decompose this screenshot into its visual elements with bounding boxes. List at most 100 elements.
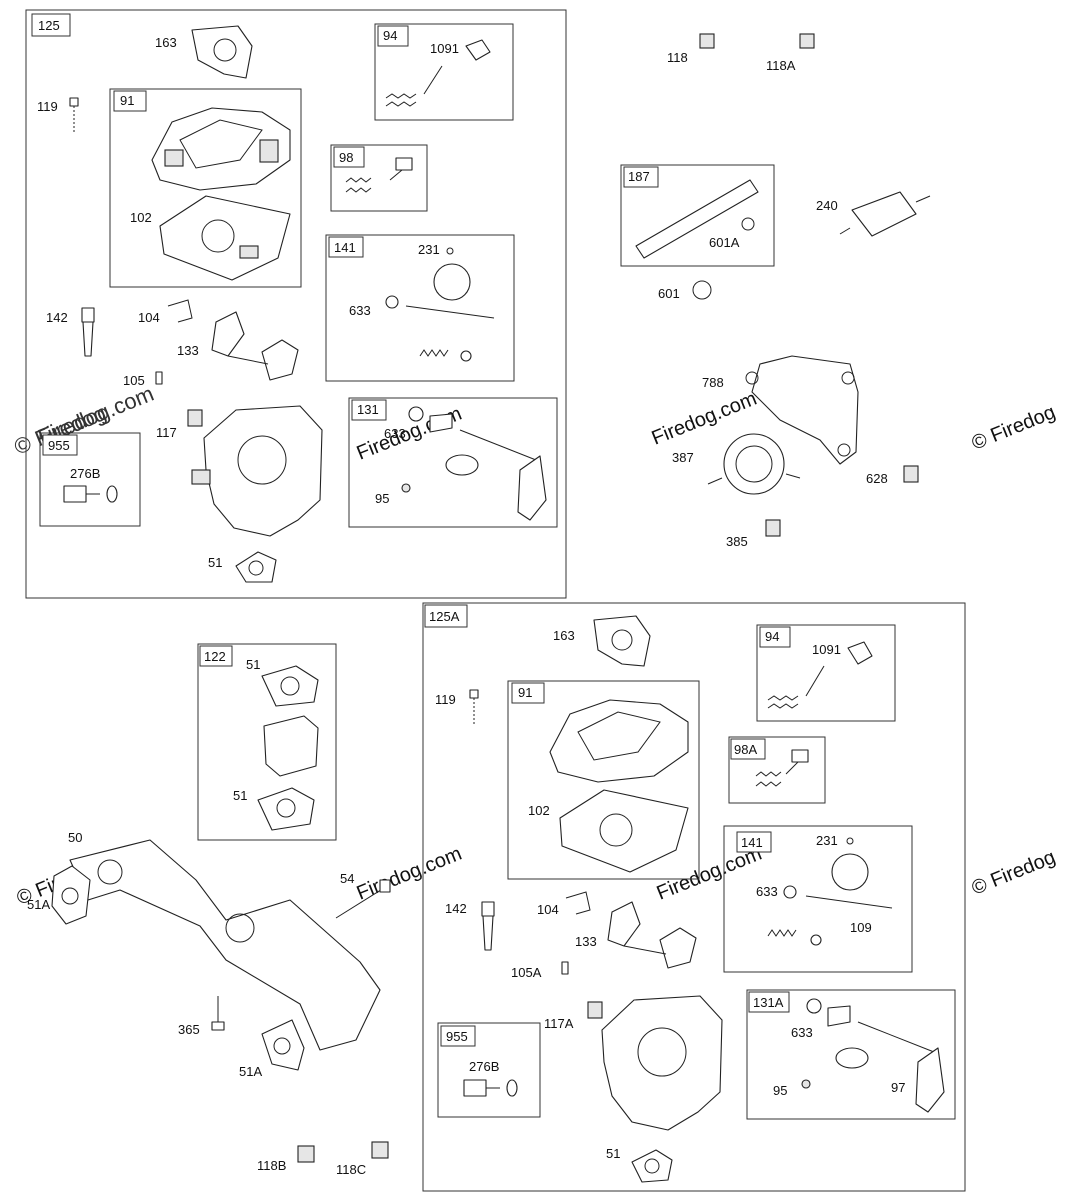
spring-98-drawing [345, 177, 372, 183]
callout-51-122-bottom: 51 [233, 788, 247, 803]
group-label-94: 94 [383, 28, 397, 43]
pin-104-drawing [167, 299, 193, 323]
group-box-98A [728, 736, 826, 804]
callout-133: 133 [177, 343, 199, 358]
gasket-hole [273, 1037, 291, 1055]
pump-nipple [785, 473, 801, 479]
bracket-hole [837, 443, 851, 457]
group-box-141-lower [723, 825, 913, 973]
screw-117A-drawing [587, 1001, 603, 1019]
callout-51-lower: 51 [606, 1146, 620, 1161]
fitting-118-drawing [699, 33, 715, 49]
callout-95-lower: 95 [773, 1083, 787, 1098]
screw-119b-head [469, 689, 479, 699]
gasket-102-slot [239, 245, 259, 259]
screw-98-shank [389, 169, 403, 181]
gasket-hole [276, 798, 296, 818]
callout-104: 104 [138, 310, 160, 325]
choke-lever-drawing [517, 455, 547, 521]
group-tag-187 [623, 166, 659, 188]
watermark-copyright: © Firedog [969, 401, 1059, 454]
callout-231: 231 [418, 242, 440, 257]
choke-plate-b-drawing [835, 1047, 869, 1069]
group-label-955-lower: 955 [446, 1029, 468, 1044]
callout-118A: 118A [766, 58, 796, 73]
seal-633-131-drawing [408, 406, 424, 422]
group-box-141 [325, 234, 515, 382]
group-label-91: 91 [120, 93, 134, 108]
filter-nipple [915, 195, 931, 203]
throttle-shaft-drawing [805, 895, 893, 909]
callout-276B: 276B [70, 466, 100, 481]
seal-633-drawing [385, 295, 399, 309]
parts-upper-kit [63, 25, 547, 583]
gasket-102b-drawing [559, 789, 689, 873]
spring-drawing [385, 101, 417, 107]
carb-body-drawing [203, 405, 323, 537]
throttle-plate-231-drawing [433, 263, 471, 301]
callout-117A: 117A [544, 1016, 574, 1031]
spring-drawing [385, 93, 417, 99]
group-label-91-lower: 91 [518, 685, 532, 700]
group-tag-91-lower [511, 682, 545, 704]
callout-365: 365 [178, 1022, 200, 1037]
needle-drawing [805, 665, 825, 697]
choke-shaft-drawing [459, 429, 537, 461]
group-tag-94-lower [759, 626, 791, 648]
fuel-pump-ring [735, 445, 773, 483]
group-label-141-lower: 141 [741, 835, 763, 850]
gasket-163-drawing [191, 25, 253, 79]
callout-118C: 118C [336, 1162, 366, 1177]
group-box-187 [620, 164, 775, 267]
fitting-118C-drawing [371, 1141, 389, 1159]
callout-633-131: 633 [384, 426, 406, 441]
carb-top-cavity [164, 149, 184, 167]
clamp-601-drawing [692, 280, 712, 300]
group-boxes: 125 91 94 98 141 131 955 187 122 [25, 9, 966, 1192]
group-box-125A [422, 602, 966, 1192]
float-133b-drawing [607, 901, 641, 947]
group-box-955-lower [437, 1022, 541, 1118]
group-label-98: 98 [339, 150, 353, 165]
group-tag-131A [748, 991, 790, 1013]
callout-labels: 163 1091 119 102 231 633 142 104 133 105… [27, 35, 905, 1177]
callout-1091-lower: 1091 [812, 642, 841, 657]
fitting-118A-drawing [799, 33, 815, 49]
callout-163-lower: 163 [553, 628, 575, 643]
fuel-filter-240-drawing [851, 191, 917, 237]
cap-1091-drawing [465, 39, 491, 61]
screw-98A-head [791, 749, 809, 763]
group-label-141: 141 [334, 240, 356, 255]
screw-98A-shank [785, 761, 799, 775]
bushing-b-drawing [827, 1005, 851, 1027]
group-box-122 [197, 643, 337, 841]
callout-601: 601 [658, 286, 680, 301]
gasket-51-122b-drawing [257, 787, 315, 831]
callout-133-lower: 133 [575, 934, 597, 949]
seal-633c-drawing [783, 885, 797, 899]
callout-51A: 51A [27, 897, 50, 912]
choke-shaft-b-drawing [857, 1021, 935, 1053]
group-box-955 [39, 432, 141, 527]
callout-633-131A: 633 [791, 1025, 813, 1040]
choke-plate-drawing [445, 454, 479, 476]
group-box-94-lower [756, 624, 896, 722]
bolt-54-drawing [335, 887, 385, 919]
callout-109: 109 [850, 920, 872, 935]
gasket-102-drawing [159, 195, 291, 281]
bushing-drawing [429, 413, 453, 433]
group-tag-141-lower [736, 831, 772, 853]
gasket-hole [61, 887, 79, 905]
callout-104-lower: 104 [537, 902, 559, 917]
screw-231b-drawing [846, 837, 854, 845]
needle-105-drawing [155, 371, 163, 385]
gasket-51-drawing [235, 551, 277, 583]
gasket-51-122-drawing [261, 665, 319, 707]
jet-142b-head [481, 901, 495, 917]
screw-365-head [211, 1021, 225, 1031]
gasket-hole [599, 813, 633, 847]
group-label-98A: 98A [734, 742, 757, 757]
group-box-125 [25, 9, 567, 599]
group-box-131A [746, 989, 956, 1120]
